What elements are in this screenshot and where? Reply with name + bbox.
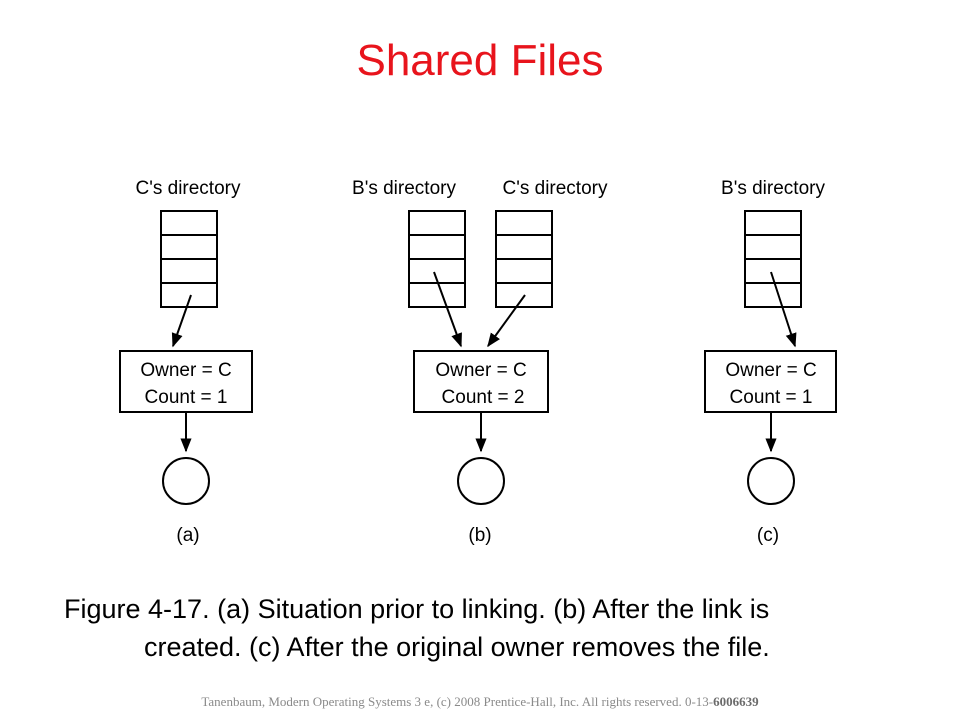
caption-line-2: created. (c) After the original owner re… [144,632,770,662]
directory-label: C's directory [503,178,608,199]
panel-label: (a) [176,525,199,546]
footer-text: Tanenbaum, Modern Operating Systems 3 e,… [201,694,714,709]
directory-table [408,210,466,308]
directory-label: B's directory [721,178,825,199]
panel-label: (b) [468,525,491,546]
slide-title: Shared Files [356,36,604,85]
panel-c: B's directory Owner = C Count = 1 (c) [704,178,837,546]
inode-count: Count = 2 [442,387,525,408]
panel-a: C's directory Owner = C Count = 1 (a) [119,178,253,546]
directory-label: B's directory [352,178,456,199]
inode-owner: Owner = C [435,360,526,381]
directory-entry-arrow [433,271,462,348]
footer-isbn-tail: 6006639 [713,694,759,709]
file-node [457,457,505,505]
caption-line-1: Figure 4-17. (a) Situation prior to link… [64,594,770,624]
directory-table [495,210,553,308]
file-node [162,457,210,505]
directory-table [744,210,802,308]
directory-label: C's directory [136,178,241,199]
inode-owner: Owner = C [725,360,816,381]
copyright-footer: Tanenbaum, Modern Operating Systems 3 e,… [0,694,960,710]
directory-entry-arrow [770,271,797,348]
inode-owner: Owner = C [140,360,231,381]
inode-count: Count = 1 [145,387,228,408]
file-node [747,457,795,505]
figure-caption: Figure 4-17. (a) Situation prior to link… [64,590,924,666]
inode-count: Count = 1 [730,387,813,408]
directory-entry-arrow [487,294,526,348]
panel-label: (c) [757,525,779,546]
directory-entry-arrow [171,294,192,348]
panel-b: B's directory C's directory Owner = C Co… [352,178,608,546]
directory-table [160,210,218,308]
